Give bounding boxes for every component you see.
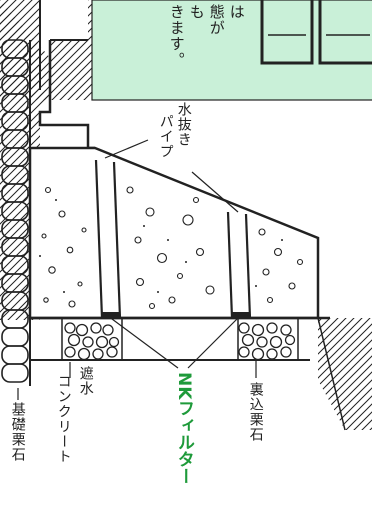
note-illustration xyxy=(260,0,372,65)
label-drain-pipe-1: 水抜き xyxy=(175,102,192,147)
leader-lines xyxy=(17,139,257,400)
note-line-4: きます。 xyxy=(167,4,186,68)
note-line-1: は xyxy=(227,4,246,20)
label-waterproof-1: 遮水 xyxy=(77,366,94,396)
backfill-stones xyxy=(64,322,296,361)
right-ground-hatch xyxy=(318,318,372,430)
label-waterproof-2: コンクリート xyxy=(55,374,72,464)
right-ground-edge xyxy=(317,317,346,431)
label-nk-filter: NKフィルター xyxy=(173,372,194,485)
drain-pipes xyxy=(94,159,252,319)
wall-aggregate-dots xyxy=(39,199,283,293)
wall-aggregate xyxy=(41,186,304,310)
note-box xyxy=(91,0,372,101)
note-line-2: 態が xyxy=(207,4,226,36)
note-line-3: も xyxy=(187,4,206,20)
concrete-wall xyxy=(28,146,320,320)
foundation-stones xyxy=(1,39,29,383)
label-drain-pipe-2: パイプ xyxy=(157,114,174,159)
label-foundation-stone: 基礎栗石 xyxy=(9,402,26,462)
label-backfill-stone: 裏込栗石 xyxy=(247,382,264,442)
pipe-outlets xyxy=(102,312,250,318)
